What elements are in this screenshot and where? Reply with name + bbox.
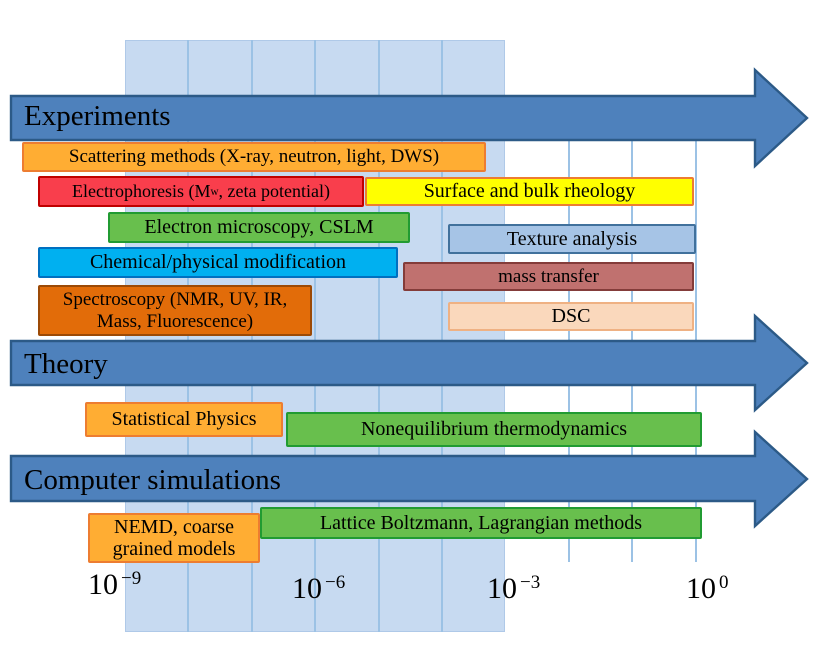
gridline bbox=[378, 40, 380, 632]
box-nemd: NEMD, coarse grained models bbox=[88, 513, 260, 563]
box-spectroscopy-line1: Spectroscopy (NMR, UV, IR, bbox=[62, 289, 288, 311]
box-scattering-methods-label: Scattering methods (X-ray, neutron, ligh… bbox=[68, 146, 440, 168]
axis-tick-1e-3: 10−3 bbox=[487, 572, 540, 606]
box-electrophoresis-label: Electrophoresis (M bbox=[72, 181, 211, 202]
box-nonequilibrium-thermodynamics-label: Nonequilibrium thermodynamics bbox=[360, 418, 628, 441]
axis-tick-exponent: −9 bbox=[121, 568, 142, 589]
box-spectroscopy-line2: Mass, Fluorescence) bbox=[96, 310, 254, 332]
axis-tick-exponent: 0 bbox=[719, 572, 729, 593]
simulations-arrow-shape bbox=[9, 429, 809, 529]
box-dsc: DSC bbox=[448, 302, 694, 331]
axis-tick-1e-6: 10−6 bbox=[292, 572, 345, 606]
experiments-arrow-shape bbox=[9, 67, 809, 169]
box-dsc-label: DSC bbox=[551, 305, 591, 328]
box-nonequilibrium-thermodynamics: Nonequilibrium thermodynamics bbox=[286, 412, 702, 447]
box-statistical-physics-label: Statistical Physics bbox=[111, 408, 257, 431]
box-mass-transfer-label: mass transfer bbox=[498, 265, 599, 287]
gridline bbox=[441, 40, 443, 632]
box-surface-bulk-rheology-label: Surface and bulk rheology bbox=[423, 180, 636, 203]
experiments-arrow-label: Experiments bbox=[24, 100, 171, 132]
simulations-arrow-label: Computer simulations bbox=[24, 464, 281, 496]
box-nemd-line1: NEMD, coarse bbox=[114, 515, 234, 538]
simulations-arrow bbox=[9, 429, 810, 529]
gridline bbox=[314, 40, 316, 632]
box-electron-microscopy: Electron microscopy, CSLM bbox=[108, 212, 410, 243]
box-lattice-boltzmann-label: Lattice Boltzmann, Lagrangian methods bbox=[319, 511, 643, 534]
axis-tick-base: 10 bbox=[292, 572, 322, 605]
box-texture-analysis: Texture analysis bbox=[448, 224, 696, 254]
box-nemd-line2: grained models bbox=[112, 538, 236, 560]
box-electrophoresis-label-end: , zeta potential) bbox=[218, 181, 330, 202]
theory-arrow-label: Theory bbox=[24, 348, 108, 380]
axis-tick-exponent: −6 bbox=[325, 572, 346, 593]
box-texture-analysis-label: Texture analysis bbox=[506, 227, 638, 250]
gridline bbox=[251, 40, 253, 632]
theory-arrow-shape bbox=[9, 313, 809, 413]
axis-tick-base: 10 bbox=[487, 572, 517, 605]
gridline bbox=[187, 40, 189, 632]
axis-tick-base: 10 bbox=[88, 568, 118, 601]
box-electron-microscopy-label: Electron microscopy, CSLM bbox=[144, 216, 374, 239]
box-lattice-boltzmann: Lattice Boltzmann, Lagrangian methods bbox=[260, 507, 702, 539]
box-scattering-methods: Scattering methods (X-ray, neutron, ligh… bbox=[22, 142, 486, 172]
box-chemical-physical-modification-label: Chemical/physical modification bbox=[89, 251, 347, 274]
experiments-arrow bbox=[9, 67, 810, 169]
axis-tick-1e-9: 10−9 bbox=[88, 568, 141, 602]
box-statistical-physics: Statistical Physics bbox=[85, 402, 283, 437]
box-spectroscopy: Spectroscopy (NMR, UV, IR, Mass, Fluores… bbox=[38, 285, 312, 336]
theory-arrow bbox=[9, 313, 810, 413]
box-chemical-physical-modification: Chemical/physical modification bbox=[38, 247, 398, 278]
axis-tick-base: 10 bbox=[686, 572, 716, 605]
axis-tick-exponent: −3 bbox=[520, 572, 541, 593]
box-surface-bulk-rheology: Surface and bulk rheology bbox=[365, 177, 694, 206]
box-mass-transfer: mass transfer bbox=[403, 262, 694, 291]
